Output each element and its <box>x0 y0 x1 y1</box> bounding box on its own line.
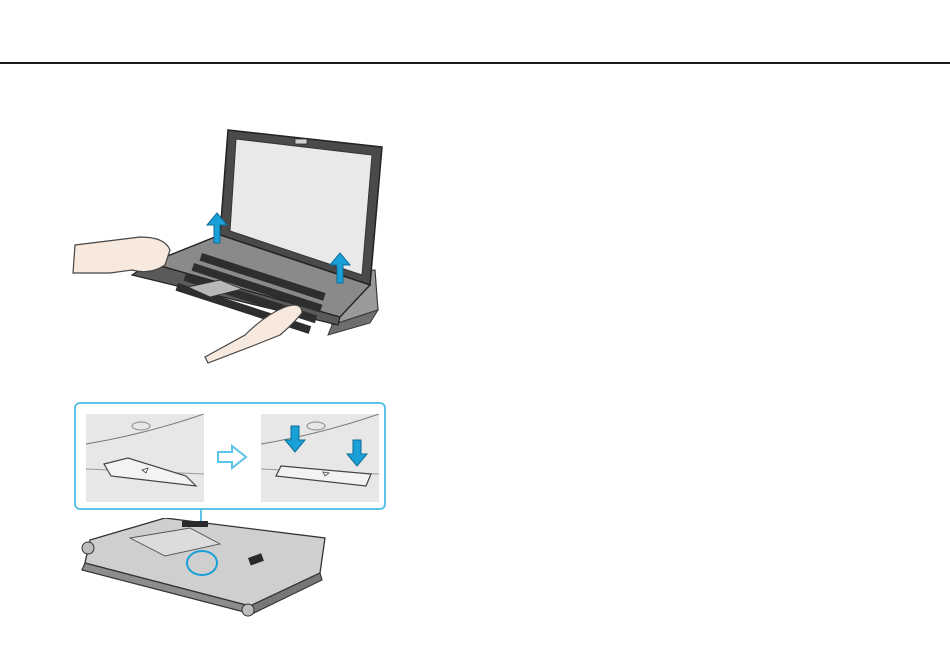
lock-panel-icon <box>261 414 379 502</box>
header-rule <box>0 62 950 64</box>
lock-panel-before <box>86 414 204 502</box>
step-arrow-icon <box>216 444 248 470</box>
laptop-lift-illustration <box>70 125 390 365</box>
laptop-lift-svg <box>70 125 390 365</box>
laptop-bottom-icon <box>70 518 390 658</box>
press-arrow-icon <box>285 426 367 466</box>
lock-panel-icon <box>86 414 204 502</box>
laptop-icon <box>132 130 382 334</box>
lock-detail-illustration <box>70 400 390 660</box>
detail-callout <box>74 402 386 510</box>
lock-panel-after <box>261 414 379 502</box>
